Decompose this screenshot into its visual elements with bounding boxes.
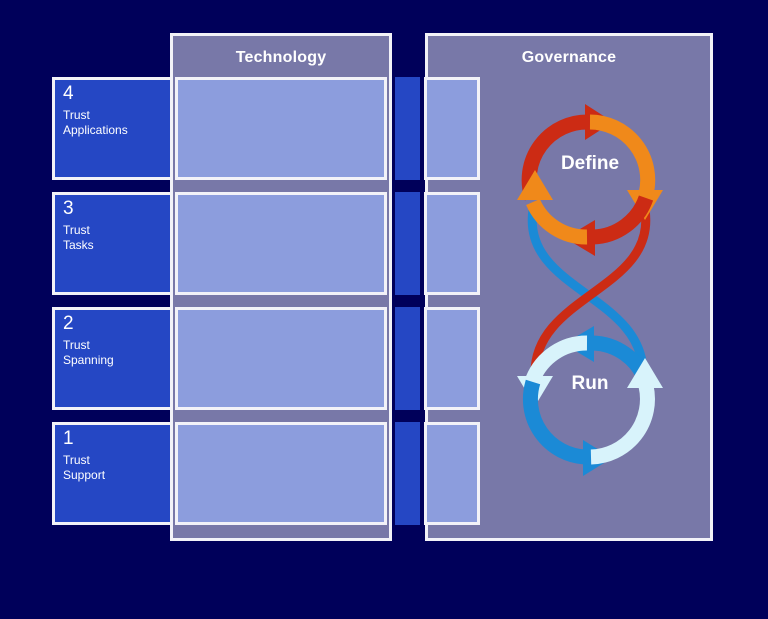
run-blue-arc-bottom bbox=[522, 379, 586, 465]
level-number-3: 3 bbox=[63, 198, 74, 219]
run-pale-arrowhead-right bbox=[627, 358, 663, 388]
technology-panel-title: Technology bbox=[235, 49, 327, 66]
crossover-strands bbox=[527, 209, 651, 376]
level-box-1[interactable]: 1 Trust Support bbox=[52, 422, 173, 525]
governance-row-2[interactable] bbox=[424, 307, 480, 410]
define-run-loop-diagram: Define Run bbox=[495, 90, 685, 490]
red-crossover-strand bbox=[530, 209, 651, 376]
run-pale-arc-right bbox=[590, 384, 655, 465]
define-caption: Define bbox=[560, 153, 620, 174]
define-orange-arc-lower bbox=[526, 198, 588, 245]
run-pale-arc-left bbox=[526, 335, 588, 383]
connector-strip-1 bbox=[395, 422, 420, 525]
level-box-2[interactable]: 2 Trust Spanning bbox=[52, 307, 173, 410]
define-orange-arc bbox=[589, 114, 656, 196]
level-box-3[interactable]: 3 Trust Tasks bbox=[52, 192, 173, 295]
technology-row-2[interactable] bbox=[175, 307, 387, 410]
level-box-4[interactable]: 4 Trust Applications bbox=[52, 77, 173, 180]
connector-strip-2 bbox=[395, 307, 420, 410]
governance-row-3[interactable] bbox=[424, 192, 480, 295]
connector-strip-4 bbox=[395, 77, 420, 180]
define-ring bbox=[517, 104, 663, 256]
governance-panel-title: Governance bbox=[521, 49, 617, 66]
level-label-4: Trust Applications bbox=[63, 108, 128, 137]
run-caption: Run bbox=[571, 373, 609, 394]
technology-row-4[interactable] bbox=[175, 77, 387, 180]
level-number-1: 1 bbox=[63, 428, 74, 449]
governance-row-1[interactable] bbox=[424, 422, 480, 525]
level-number-2: 2 bbox=[63, 313, 74, 334]
governance-row-4[interactable] bbox=[424, 77, 480, 180]
loop-svg bbox=[517, 104, 663, 476]
level-label-1: Trust Support bbox=[63, 453, 106, 482]
define-orange-arrowhead-left bbox=[517, 170, 553, 200]
technology-row-1[interactable] bbox=[175, 422, 387, 525]
technology-row-3[interactable] bbox=[175, 192, 387, 295]
blue-crossover-strand bbox=[527, 209, 648, 376]
level-number-4: 4 bbox=[63, 83, 74, 104]
level-label-2: Trust Spanning bbox=[63, 338, 114, 367]
define-red-arc-lower bbox=[592, 195, 654, 245]
run-ring bbox=[517, 326, 663, 476]
connector-strip-3 bbox=[395, 192, 420, 295]
level-label-3: Trust Tasks bbox=[63, 223, 94, 252]
